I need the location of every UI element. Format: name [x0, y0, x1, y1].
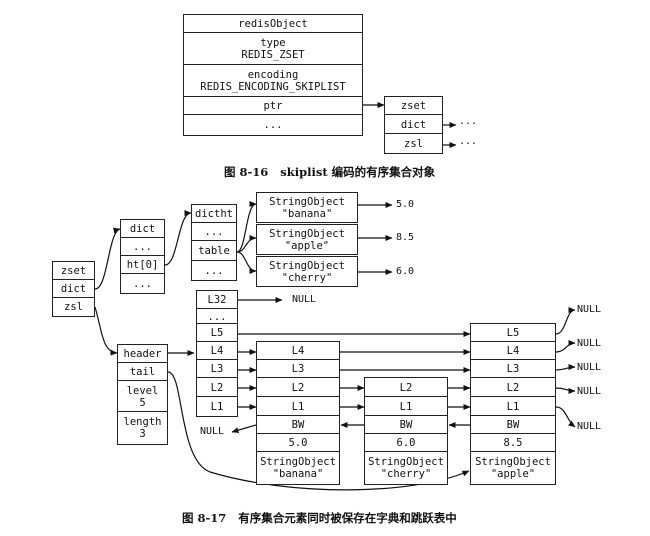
zset-dict-arrow: [94, 227, 121, 290]
node1-level-l3: L3: [256, 359, 340, 379]
table-cherry-arrow: [236, 251, 257, 274]
zsl-level-field: level 5: [117, 380, 168, 413]
dict-ellipsis-2: ...: [120, 273, 165, 294]
fig16-dict-ellipsis: ...: [459, 116, 478, 127]
header-level-l4: L4: [196, 341, 238, 361]
node3-object: StringObject "apple": [470, 451, 556, 485]
node1-score: 5.0: [256, 433, 340, 453]
header-level-l2: L2: [196, 377, 238, 398]
table-banana-arrow: [236, 201, 257, 253]
fig16-type-row: type REDIS_ZSET: [183, 32, 363, 66]
zsl-header-field: header: [117, 344, 168, 364]
node3-level-l1: L1: [470, 396, 556, 417]
dictht-ellipsis-2: ...: [191, 260, 237, 281]
node3-level-l5: L5: [470, 323, 556, 343]
entry-cherry: StringObject "cherry": [256, 256, 358, 287]
fig16-encoding-row: encoding REDIS_ENCODING_SKIPLIST: [183, 64, 363, 98]
ht0-arrow: [164, 210, 192, 266]
zset-dict-field: dict: [52, 279, 95, 299]
dict-ht0: ht[0]: [120, 255, 165, 275]
zset-zsl-arrow: [94, 306, 118, 356]
dict-ellipsis-1: ...: [120, 237, 165, 257]
fig16-zsl-ellipsis: ...: [459, 136, 478, 147]
node1-object: StringObject "banana": [256, 451, 340, 485]
tail-arrow: [167, 371, 470, 491]
node1-level-l2: L2: [256, 377, 340, 398]
null-n3-l2: NULL: [577, 386, 602, 397]
entry-apple: StringObject "apple": [256, 224, 358, 255]
node3-level-l4: L4: [470, 341, 556, 361]
dict-box: dict: [120, 219, 165, 239]
zset-box: zset: [52, 261, 95, 281]
n3-l1-null-arrow: [555, 406, 576, 428]
node1-bw: BW: [256, 415, 340, 435]
n3-l4-null-arrow: [555, 340, 576, 353]
header-level-l1: L1: [196, 396, 238, 417]
header-level-l3: L3: [196, 359, 238, 379]
node2-object: StringObject "cherry": [364, 451, 448, 485]
score-apple: 8.5: [396, 232, 415, 243]
null-n3-l3: NULL: [577, 362, 602, 373]
fig16-redisobject-title: redisObject: [183, 14, 363, 34]
score-cherry: 6.0: [396, 266, 415, 277]
zsl-length-field: length 3: [117, 411, 168, 445]
null-l32: NULL: [292, 294, 317, 305]
fig16-zsl-box: zsl: [384, 133, 443, 154]
node3-bw: BW: [470, 415, 556, 435]
dictht-table: table: [191, 240, 237, 262]
fig16-dict-box: dict: [384, 114, 443, 135]
node2-level-l2: L2: [364, 377, 448, 398]
n3-l5-null-arrow: [555, 307, 576, 335]
node3-score: 8.5: [470, 433, 556, 453]
fig16-zset-box: zset: [384, 96, 443, 116]
fig16-caption: 图 8-16 skiplist 编码的有序集合对象: [224, 165, 436, 179]
fig17-caption: 图 8-17 有序集合元素同时被保存在字典和跳跃表中: [182, 511, 457, 525]
node2-score: 6.0: [364, 433, 448, 453]
header-level-l32: L32: [196, 290, 238, 310]
node1-level-l4: L4: [256, 341, 340, 361]
n1-bw-arrow: [231, 424, 257, 434]
zset-zsl-field: zsl: [52, 297, 95, 317]
dictht-ellipsis-1: ...: [191, 222, 237, 242]
null-n3-l1: NULL: [577, 421, 602, 432]
table-apple-arrow: [236, 235, 257, 253]
n3-l2-null-arrow: [555, 387, 576, 394]
node3-level-l2: L2: [470, 377, 556, 398]
header-level-l5: L5: [196, 323, 238, 343]
null-n3-l5: NULL: [577, 304, 602, 315]
zsl-tail-field: tail: [117, 362, 168, 382]
null-n3-l4: NULL: [577, 338, 602, 349]
node2-bw: BW: [364, 415, 448, 435]
node3-level-l3: L3: [470, 359, 556, 379]
entry-banana: StringObject "banana": [256, 192, 358, 223]
node1-level-l1: L1: [256, 396, 340, 417]
fig16-ellipsis-row: ...: [183, 114, 363, 136]
dictht-box: dictht: [191, 204, 237, 224]
fig16-ptr-row: ptr: [183, 96, 363, 116]
n3-l3-null-arrow: [555, 364, 576, 371]
null-bw: NULL: [200, 426, 225, 437]
node2-level-l1: L1: [364, 396, 448, 417]
score-banana: 5.0: [396, 199, 415, 210]
